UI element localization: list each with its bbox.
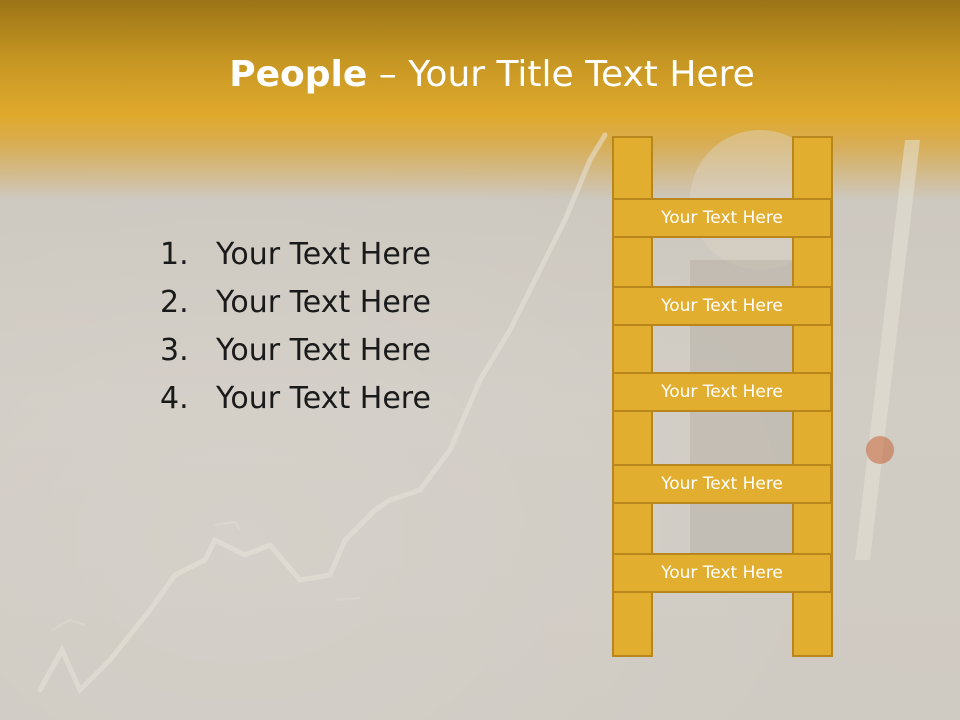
ladder-rung: Your Text Here	[612, 553, 832, 593]
list-item: 3. Your Text Here	[160, 328, 431, 376]
slide-title: People – Your Title Text Here	[0, 52, 960, 98]
list-item-number: 3.	[160, 333, 189, 368]
list-item-text: Your Text Here	[216, 381, 431, 416]
title-separator: –	[367, 54, 409, 95]
list-item: 4. Your Text Here	[160, 376, 431, 424]
title-rest-part: Your Title Text Here	[408, 54, 755, 95]
list-item-number: 4.	[160, 381, 189, 416]
ladder-rung: Your Text Here	[612, 464, 832, 504]
ladder-rung: Your Text Here	[612, 198, 832, 238]
list-item-text: Your Text Here	[216, 333, 431, 368]
list-item: 2. Your Text Here	[160, 280, 431, 328]
title-bold-part: People	[229, 54, 368, 95]
numbered-list: 1. Your Text Here 2. Your Text Here 3. Y…	[160, 232, 431, 424]
ladder-rung: Your Text Here	[612, 286, 832, 326]
list-item-text: Your Text Here	[216, 285, 431, 320]
ladder-rung: Your Text Here	[612, 372, 832, 412]
list-item: 1. Your Text Here	[160, 232, 431, 280]
list-item-text: Your Text Here	[216, 237, 431, 272]
list-item-number: 2.	[160, 285, 189, 320]
list-item-number: 1.	[160, 237, 189, 272]
